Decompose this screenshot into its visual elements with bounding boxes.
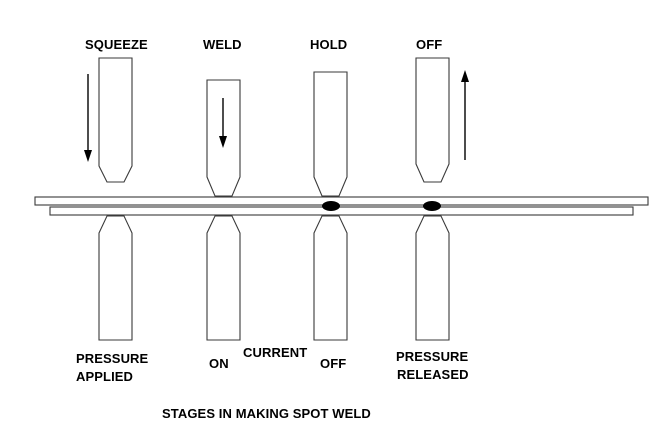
lower-plate bbox=[49, 206, 634, 216]
weld-down-arrow-icon bbox=[219, 136, 227, 148]
off-upper-electrode bbox=[415, 57, 450, 183]
off-lower-electrode bbox=[415, 215, 450, 341]
current-on-label: ON bbox=[209, 356, 229, 371]
stage-label-off: OFF bbox=[416, 37, 443, 52]
squeeze-upper-electrode bbox=[98, 57, 133, 183]
pressure-applied-line2: APPLIED bbox=[76, 369, 134, 384]
pressure-released-line2: RELEASED bbox=[397, 367, 469, 382]
stage-label-hold: HOLD bbox=[310, 37, 348, 52]
squeeze-down-arrow-icon bbox=[84, 150, 92, 162]
hold-weld-nugget bbox=[322, 201, 340, 211]
pressure-applied-line1: PRESSURE bbox=[76, 351, 149, 366]
squeeze-lower-electrode bbox=[98, 215, 133, 341]
off-up-arrow-icon bbox=[461, 70, 469, 82]
pressure-released-line1: PRESSURE bbox=[396, 349, 469, 364]
current-label: CURRENT bbox=[243, 345, 308, 360]
hold-lower-electrode bbox=[313, 215, 348, 341]
current-off-label: OFF bbox=[320, 356, 347, 371]
stage-label-squeeze: SQUEEZE bbox=[85, 37, 148, 52]
hold-upper-electrode bbox=[313, 71, 348, 197]
upper-plate bbox=[34, 196, 649, 206]
diagram-caption: STAGES IN MAKING SPOT WELD bbox=[162, 406, 371, 421]
off-weld-nugget bbox=[423, 201, 441, 211]
weld-lower-electrode bbox=[206, 215, 241, 341]
stage-label-weld: WELD bbox=[203, 37, 242, 52]
